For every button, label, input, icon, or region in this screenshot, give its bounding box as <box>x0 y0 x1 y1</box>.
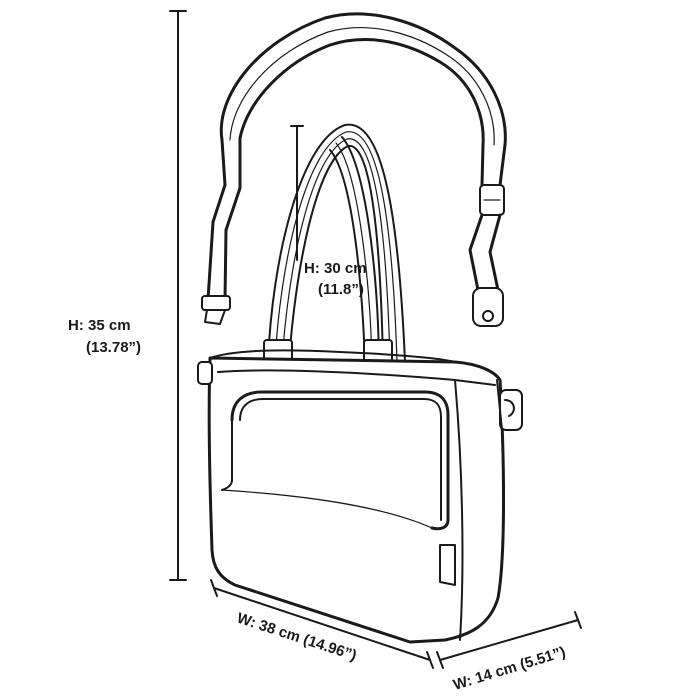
total-height-dimension-line <box>169 10 187 581</box>
handle-height-metric-label: H: 30 cm <box>304 260 367 277</box>
bag-body <box>197 349 523 644</box>
width-dimension-line <box>210 579 434 669</box>
total-height-metric-label: H: 35 cm <box>68 317 131 334</box>
tote-handles <box>263 123 406 367</box>
depth-dimension-line <box>436 611 582 669</box>
total-height-imperial-label: (13.78”) <box>86 339 141 356</box>
handle-height-imperial-label: (11.8”) <box>318 281 364 298</box>
shoulder-strap <box>201 12 507 327</box>
